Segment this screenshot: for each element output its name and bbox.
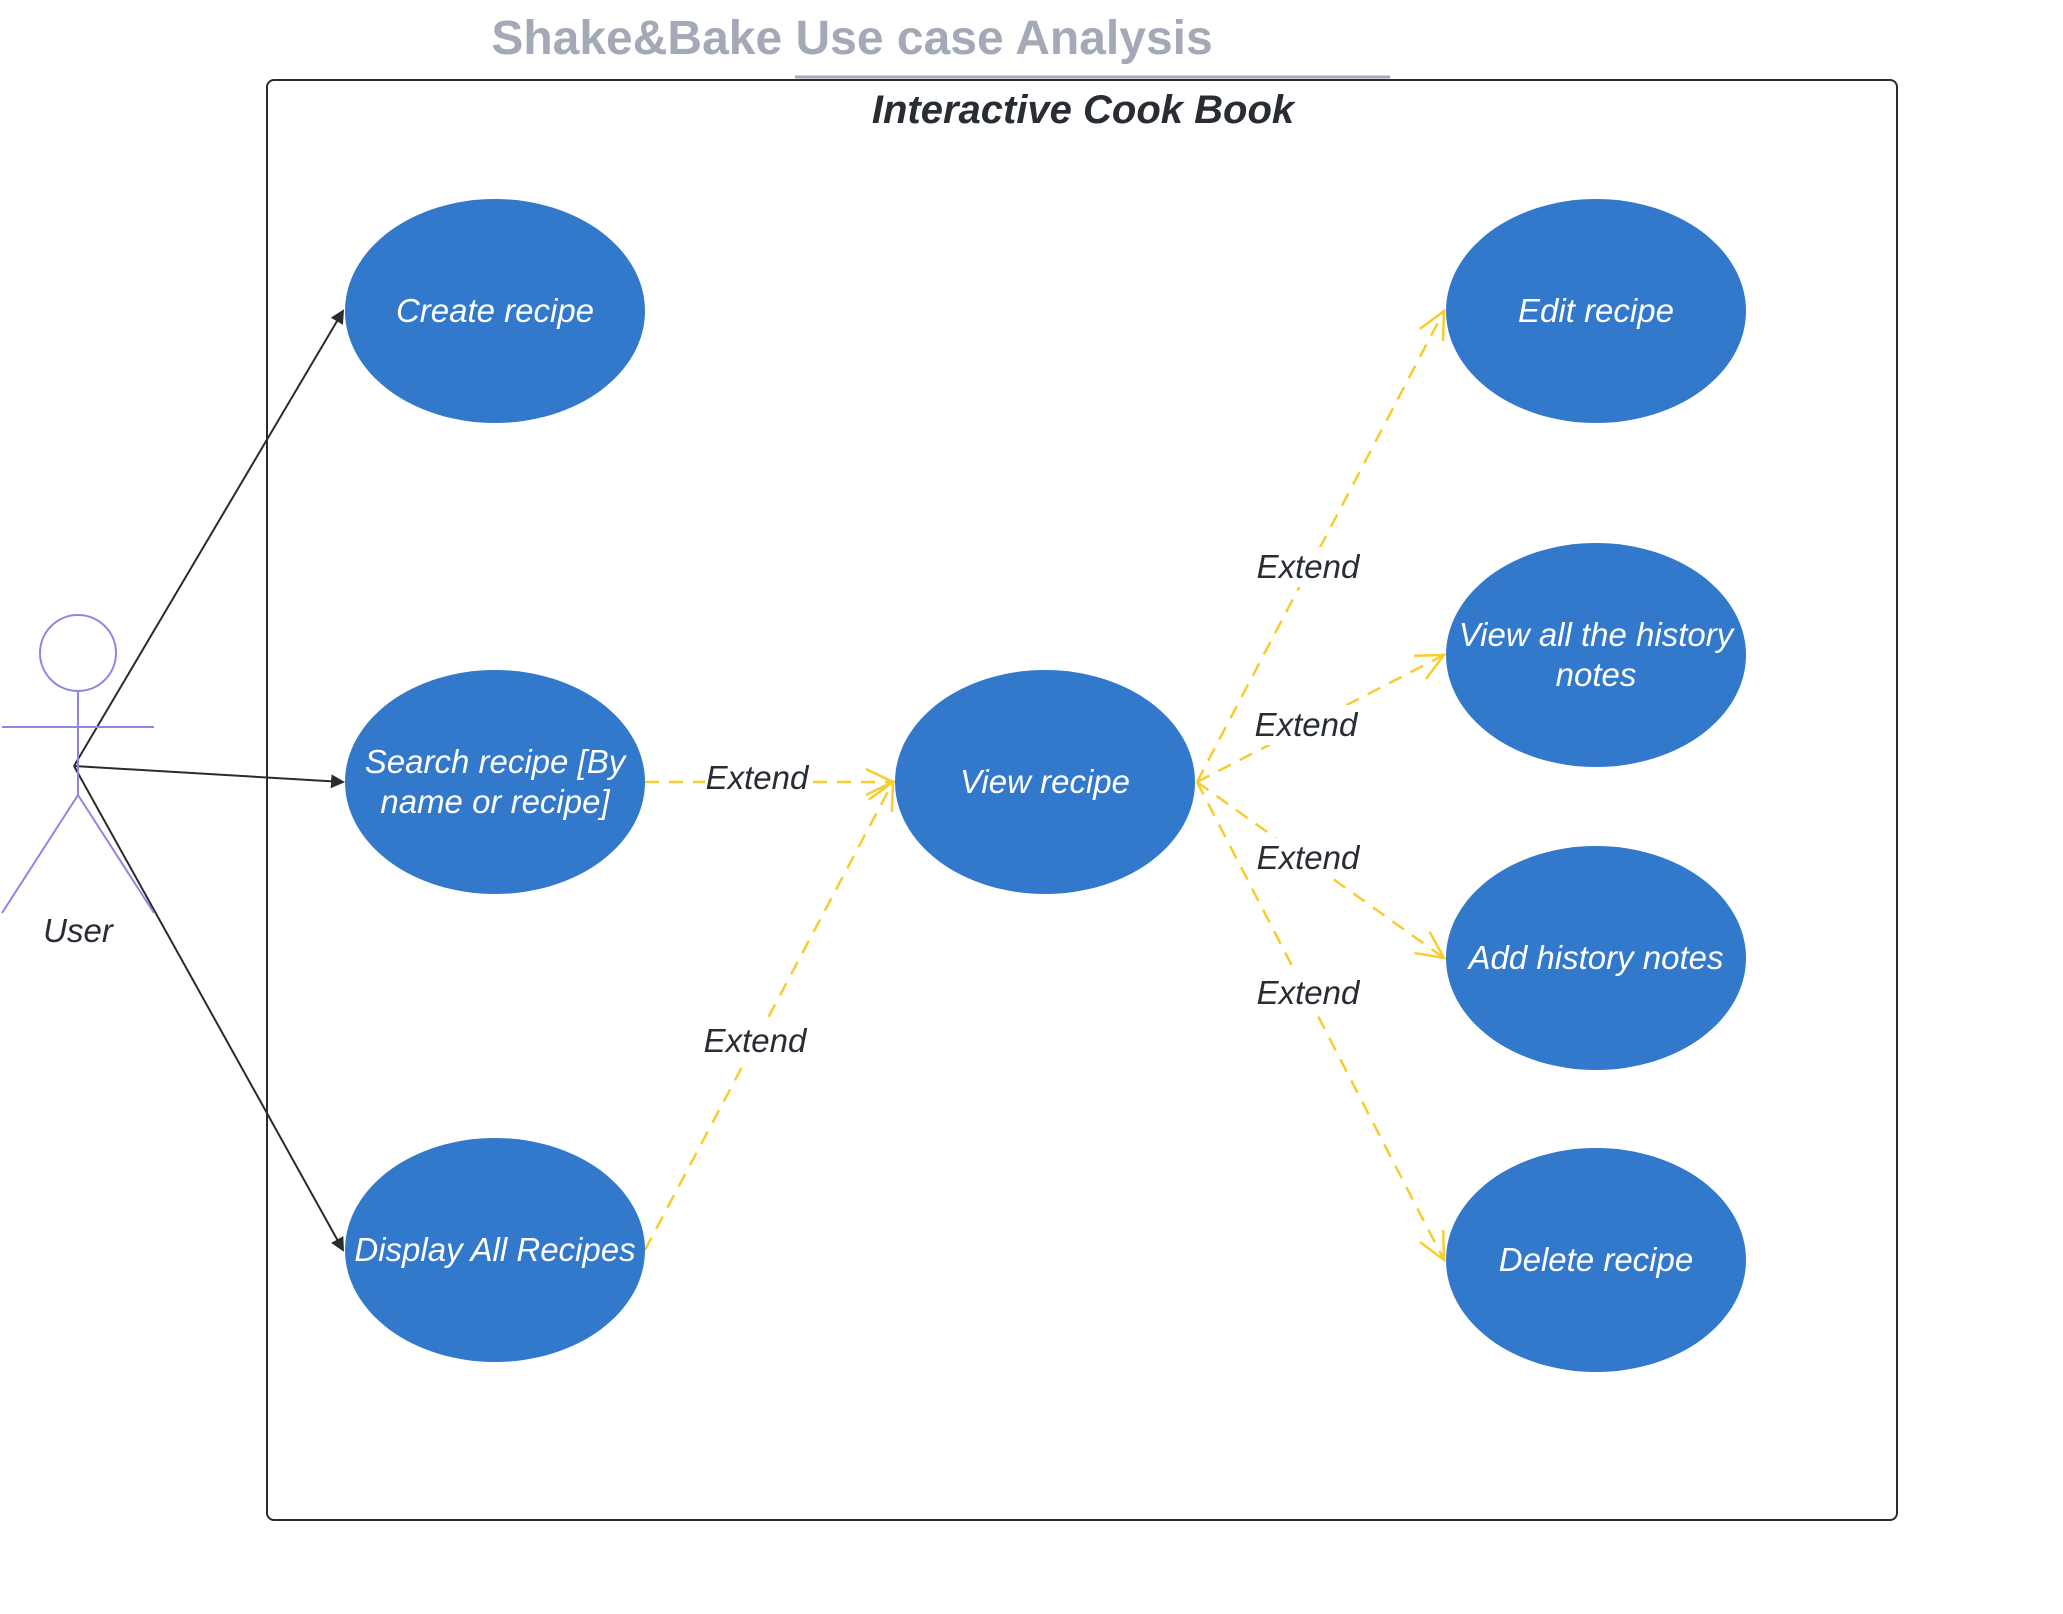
extend-arrowhead [1419,308,1446,342]
actor-user[interactable]: User [1,614,155,949]
use-case-label: View all the history [1459,616,1736,653]
system-title: Interactive Cook Book [872,88,1296,132]
use-case-label: Search recipe [By [365,743,628,780]
extend-line [1195,310,1446,783]
page-title: Shake&Bake Use case Analysis [491,12,1212,65]
actor-left-leg [1,794,79,914]
actor-head [39,614,117,692]
use-case-ellipse [345,199,645,423]
use-case-label: notes [1556,656,1637,693]
use-case-ellipse [1446,846,1746,1070]
extend-label-background [705,758,809,798]
extend-view-to-delete[interactable]: Extend [1195,781,1446,1263]
use-case-ellipse [1446,543,1746,767]
extend-view-to-history[interactable]: Extend [1196,653,1447,784]
use-case-edit[interactable]: Edit recipe [1446,199,1746,423]
use-case-label: Delete recipe [1499,1241,1693,1278]
use-case-ellipse [1446,1148,1746,1372]
extend-label: Extend [1257,548,1361,585]
system-boundary[interactable] [266,79,1898,1521]
extend-arrowhead [1414,931,1447,960]
use-case-ellipse [345,670,645,894]
association-line-create[interactable] [73,309,345,767]
extend-search-to-view[interactable]: Extend [645,758,896,798]
extend-label: Extend [1255,706,1359,743]
use-case-delete[interactable]: Delete recipe [1446,1148,1746,1372]
association-lines [73,309,345,1252]
extend-label-background [1254,705,1358,745]
extend-display-to-view[interactable]: Extend [643,779,895,1251]
use-case-create[interactable]: Create recipe [345,199,645,423]
extend-line [1195,781,1446,1261]
extend-label: Extend [704,1022,808,1059]
extend-line [643,781,895,1251]
extend-arrowhead [1413,653,1447,680]
use-case-label: Edit recipe [1518,292,1674,329]
use-case-ellipse [345,1138,645,1362]
use-case-label: name or recipe] [380,783,610,820]
extend-label-background [703,1021,807,1061]
extend-view-to-addnotes[interactable]: Extend [1196,780,1447,960]
use-case-ellipse [1446,199,1746,423]
extend-label: Extend [1257,974,1361,1011]
actor-label: User [43,912,115,949]
extend-label-background [1256,838,1360,878]
association-line-search[interactable] [73,765,345,789]
use-case-label: Add history notes [1467,939,1724,976]
use-case-label: Display All Recipes [354,1231,635,1268]
use-case-display[interactable]: Display All Recipes [345,1138,645,1362]
extend-label: Extend [706,759,810,796]
extend-view-to-edit[interactable]: Extend [1195,308,1446,783]
use-case-label: View recipe [960,763,1130,800]
extend-label: Extend [1257,839,1361,876]
extend-label-background [1256,973,1360,1013]
extend-arrowhead [1419,1229,1446,1263]
use-case-addnotes[interactable]: Add history notes [1446,846,1746,1070]
use-case-ellipse [895,670,1195,894]
use-case-label: Create recipe [396,292,594,329]
association-line-display[interactable] [73,765,344,1252]
actor-right-leg [77,794,155,914]
extend-arrowhead [868,779,895,813]
extend-label-background [1256,547,1360,587]
use-case-view[interactable]: View recipe [895,670,1195,894]
